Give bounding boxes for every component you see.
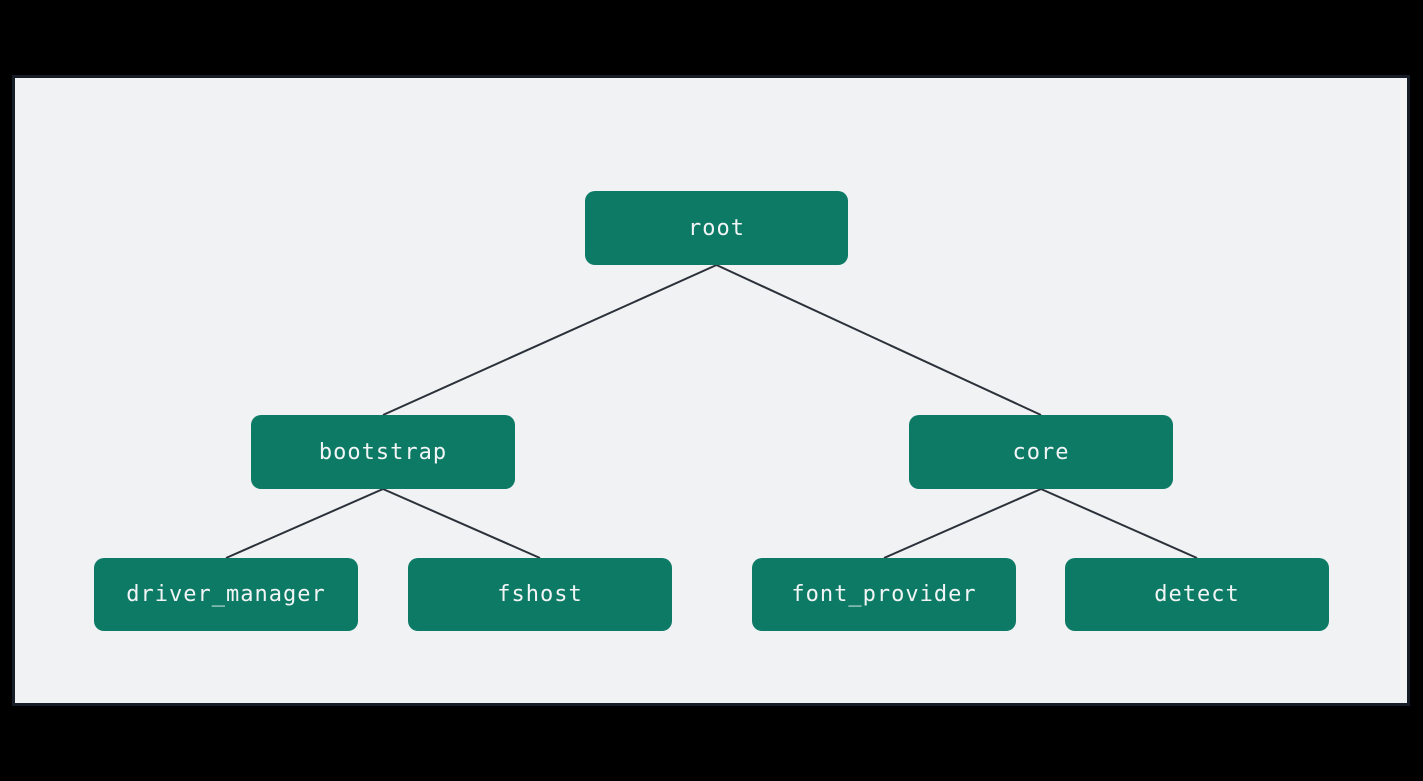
node-bootstrap: bootstrap <box>251 415 515 489</box>
node-driver_manager: driver_manager <box>94 558 358 631</box>
node-fshost: fshost <box>408 558 672 631</box>
node-detect: detect <box>1065 558 1329 631</box>
node-root: root <box>585 191 848 265</box>
node-label-core: core <box>1012 439 1070 465</box>
node-label-bootstrap: bootstrap <box>318 439 448 465</box>
node-label-root: root <box>688 215 745 241</box>
node-label-detect: detect <box>1154 582 1240 607</box>
node-font_provider: font_provider <box>752 558 1016 631</box>
node-core: core <box>909 415 1173 489</box>
node-label-fshost: fshost <box>497 582 583 607</box>
node-label-driver_manager: driver_manager <box>126 582 326 607</box>
node-label-font_provider: font_provider <box>791 582 977 607</box>
